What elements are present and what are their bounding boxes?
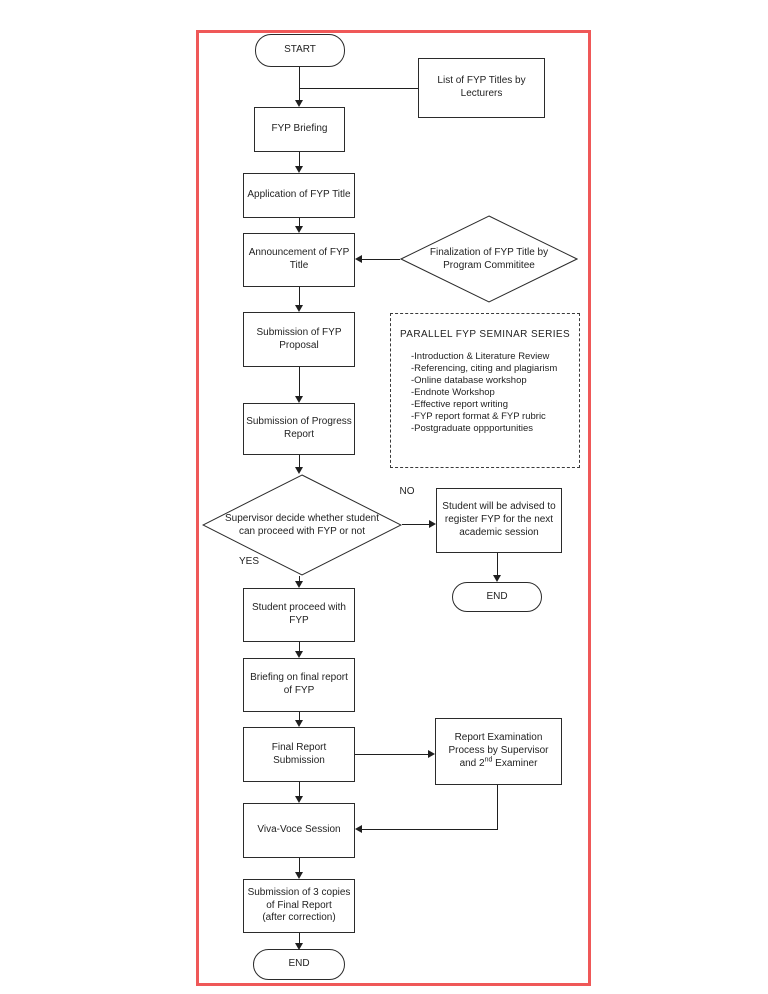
report-examination-box: Report Examination Process by Supervisor… [435,718,562,785]
connector [299,712,300,721]
arrowhead-down [295,305,303,312]
arrowhead-down [295,166,303,173]
connector [299,642,300,652]
connector [497,785,498,830]
connector [299,67,300,101]
connector [497,553,498,575]
arrowhead-down [295,467,303,474]
connector [299,218,300,227]
connector [299,858,300,873]
report-examination-line1: Report Examination [454,732,543,744]
arrowhead-right [428,750,435,758]
report-examination-line2: Process by Supervisor [448,745,549,757]
end-terminator-bottom: END [253,949,345,980]
viva-voce-box: Viva-Voce Session [243,803,355,858]
seminar-series-title: PARALLEL FYP SEMINAR SERIES [399,329,571,340]
diamond-shape [202,474,402,576]
seminar-series-panel: PARALLEL FYP SEMINAR SERIES -Introductio… [390,313,580,468]
report-examination-label: Report Examination Process by Supervisor… [448,732,548,770]
seminar-item: -Postgraduate oppportunities [411,423,533,434]
connector-report-exam [355,754,428,755]
final-copies-box: Submission of 3 copies of Final Report (… [243,879,355,933]
connector-list-titles [300,88,418,89]
arrowhead-down [295,226,303,233]
branch-label-no: NO [399,486,415,497]
connector [299,287,300,306]
fyp-briefing-box: FYP Briefing [254,107,345,152]
seminar-item: -Endnote Workshop [411,387,495,398]
end-terminator-top: END [452,582,542,612]
connector-yes-branch [299,576,300,582]
arrowhead-left [355,825,362,833]
examiner-text: and 2 [459,757,485,769]
connector [362,829,498,830]
proposal-submission-box: Submission of FYP Proposal [243,312,355,367]
arrowhead-left [355,255,362,263]
student-proceed-box: Student proceed with FYP [243,588,355,642]
advised-reregister-box: Student will be advised to register FYP … [436,488,562,553]
seminar-item: -Online database workshop [411,375,527,386]
arrowhead-down [295,396,303,403]
supervisor-decision-diamond: Supervisor decide whether student can pr… [202,474,402,576]
finalization-diamond: Finalization of FYP Title by Program Com… [400,215,578,303]
examiner-text: Examiner [492,757,538,769]
start-terminator: START [255,34,345,67]
seminar-series-list: -Introduction & Literature Review -Refer… [411,351,579,435]
list-of-fyp-titles-box: List of FYP Titles by Lecturers [418,58,545,118]
connector-finalization [362,259,400,260]
connector [299,455,300,468]
seminar-item: -Referencing, citing and plagiarism [411,363,558,374]
examiner-ordinal-sup: nd [484,756,493,764]
arrowhead-down [295,100,303,107]
announcement-of-title-box: Announcement of FYP Title [243,233,355,287]
arrowhead-down [295,872,303,879]
arrowhead-down [295,651,303,658]
seminar-item: -Effective report writing [411,399,508,410]
supervisor-decision-label: Supervisor decide whether student can pr… [225,513,379,537]
arrowhead-right [429,520,436,528]
seminar-item: -FYP report format & FYP rubric [411,411,546,422]
report-examination-line3: and 2nd Examiner [448,756,548,771]
arrowhead-down [295,720,303,727]
arrowhead-down [295,581,303,588]
diamond-shape [400,215,578,303]
final-report-submission-box: Final Report Submission [243,727,355,782]
connector-no-branch [402,524,430,525]
arrowhead-down [493,575,501,582]
finalization-diamond-label: Finalization of FYP Title by Program Com… [429,247,549,271]
branch-label-yes: YES [238,556,259,567]
arrowhead-down [295,943,303,950]
connector [299,367,300,397]
final-report-briefing-box: Briefing on final report of FYP [243,658,355,712]
seminar-item: -Introduction & Literature Review [411,351,550,362]
connector [299,782,300,797]
connector [299,933,300,944]
progress-report-box: Submission of Progress Report [243,403,355,455]
connector [299,152,300,167]
application-of-title-box: Application of FYP Title [243,173,355,218]
arrowhead-down [295,796,303,803]
